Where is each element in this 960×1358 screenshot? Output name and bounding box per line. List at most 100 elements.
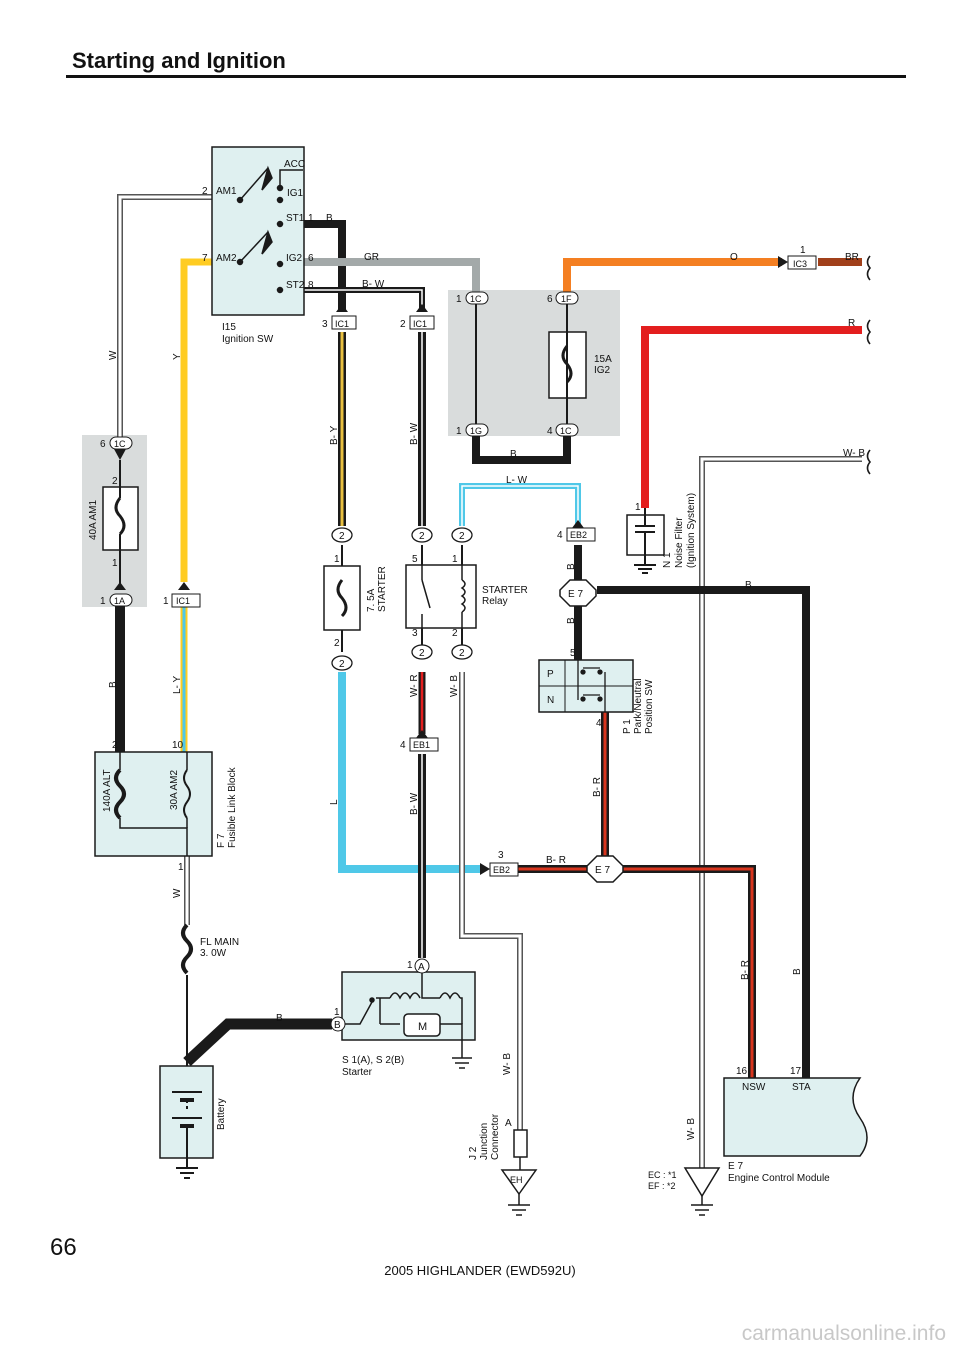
fuse-starter-pin1: 1 [334, 554, 340, 565]
ecm-box [723, 1077, 868, 1157]
ign-term-st2: ST2 [286, 280, 305, 291]
relay-name2: Relay [482, 596, 508, 607]
wire-bw-st2-stripe [303, 289, 423, 312]
wire-bw-st2 [303, 287, 425, 312]
pin-ic1-right: 2 [400, 319, 406, 330]
wire-r [641, 326, 862, 508]
fusible-code: F 7 [216, 833, 227, 848]
pin-ic3: 1 [800, 245, 806, 256]
pin-eb2-top: 4 [557, 530, 563, 541]
wire-w-am1 [117, 194, 212, 440]
tag-eb1: EB1 [413, 740, 430, 750]
tag-eb2-top: EB2 [570, 530, 587, 540]
label-wire-br-pnp: B- R [592, 777, 603, 797]
wire-break-symbols [866, 255, 872, 475]
starter-motor: M [418, 1021, 427, 1033]
pnp-name1: Park/Neutral [633, 678, 644, 734]
page-number: 66 [50, 1234, 77, 1261]
ecm-code: E 7 [728, 1161, 743, 1172]
connector-ic1-am2 [171, 582, 201, 608]
fuse-starter-amp: 7. 5A [366, 588, 377, 612]
label-wire-ly: L- Y [172, 676, 183, 694]
ign-term-ig2: IG2 [286, 253, 303, 264]
tag-ic1-am2: IC1 [176, 596, 190, 606]
ec-note: EC : *1 [648, 1170, 677, 1180]
connector-e7-bot [586, 855, 624, 883]
jc-name1: Junction [479, 1123, 490, 1160]
starter-relay-box [405, 564, 477, 629]
pnp-pin5: 5 [570, 648, 576, 659]
label-wire-bw-eb1: B- W [409, 792, 420, 815]
ground-eh [500, 1169, 538, 1196]
tag-ic1-right: IC1 [413, 319, 427, 329]
fusible-pin1: 1 [178, 862, 184, 873]
ecm-name: Engine Control Module [728, 1173, 830, 1184]
page-title: Starting and Ignition [72, 48, 286, 73]
ign-term-am1: AM1 [216, 186, 237, 197]
starter-code: S 1(A), S 2(B) [342, 1055, 404, 1066]
label-wire-w-flmain: W [172, 888, 183, 898]
label-wire-r: R [848, 318, 855, 329]
tag-ic1-left: IC1 [335, 319, 349, 329]
pin-1c-top: 1 [456, 294, 462, 305]
ignition-switch-box [211, 146, 305, 316]
relay-pin5: 5 [412, 554, 418, 565]
fl-main-element [181, 923, 193, 975]
label-wire-b-loop: B [510, 449, 517, 460]
pin-1f: 6 [547, 294, 553, 305]
connector-ic1-right [409, 304, 435, 330]
ign-code: I15 [222, 322, 236, 333]
jc-name2: Connector [490, 1113, 501, 1160]
fuse-alt-label: 140A ALT [102, 769, 113, 812]
battery-cells [172, 1091, 202, 1179]
pin-1c-bot: 4 [547, 426, 553, 437]
pnp-pin4: 4 [596, 718, 602, 729]
label-wire-b-e7-top: B [566, 563, 577, 570]
fuse-am1-element [114, 497, 126, 536]
wire-gr-ig2 [303, 258, 480, 292]
pnp-code: P 1 [622, 719, 633, 734]
label-wire-by: B- Y [329, 425, 340, 445]
ecm-pin17: 17 [790, 1066, 802, 1077]
fusible-name: Fusible Link Block [227, 766, 238, 848]
connector-ic1-left [331, 304, 357, 330]
tag-1c-am1: 1C [114, 439, 126, 449]
wire-wb-jc-core [460, 672, 522, 1130]
label-wire-wb-top: W- B [843, 448, 865, 459]
rc-wr: 2 [419, 648, 425, 659]
pin-am1-2: 2 [112, 476, 118, 487]
label-wire-b-e7-bot: B [566, 617, 577, 624]
ign-term-acc: ACC [284, 159, 305, 170]
rc-wb: 2 [459, 648, 465, 659]
tag-ic3: IC3 [793, 259, 807, 269]
ecm-nsw: NSW [742, 1082, 766, 1093]
rc-by: 2 [339, 531, 345, 542]
wire-wb-long [699, 456, 862, 1168]
label-wire-bw: B- W [409, 422, 420, 445]
connector-eb1 [409, 730, 439, 752]
tag-jc-a: A [505, 1118, 512, 1129]
pin-ic1-left: 3 [322, 319, 328, 330]
label-wire-wb-jc: W- B [502, 1053, 513, 1075]
fuse-ig2-name: IG2 [594, 365, 611, 376]
fuse-starter-pin2: 2 [334, 638, 340, 649]
wire-l [338, 672, 482, 873]
label-wire-l: L [329, 799, 340, 805]
fuse-am1-label: 40A AM1 [88, 500, 99, 540]
noise-code: N 1 [662, 552, 673, 568]
wire-y-am2 [180, 258, 212, 582]
fuse-starter-element [336, 579, 348, 618]
starter-terminal-a [414, 958, 430, 974]
connector-e7-top [559, 579, 597, 607]
pin-eb1: 4 [400, 740, 406, 751]
label-wire-w-top: W [108, 350, 119, 360]
label-wire-br-ecm: B- R [740, 960, 751, 980]
ground-ecm-lines [691, 1196, 713, 1216]
label-wire-b-sta: B [792, 968, 803, 975]
watermark: carmanualsonline.info [741, 1322, 946, 1345]
fusible-pin10: 10 [172, 740, 184, 751]
wire-w-am1-core [118, 195, 212, 440]
ign-pin-st1: 1 [308, 213, 314, 224]
pnp-n: N [547, 695, 554, 706]
wire-b-st1 [303, 220, 346, 312]
